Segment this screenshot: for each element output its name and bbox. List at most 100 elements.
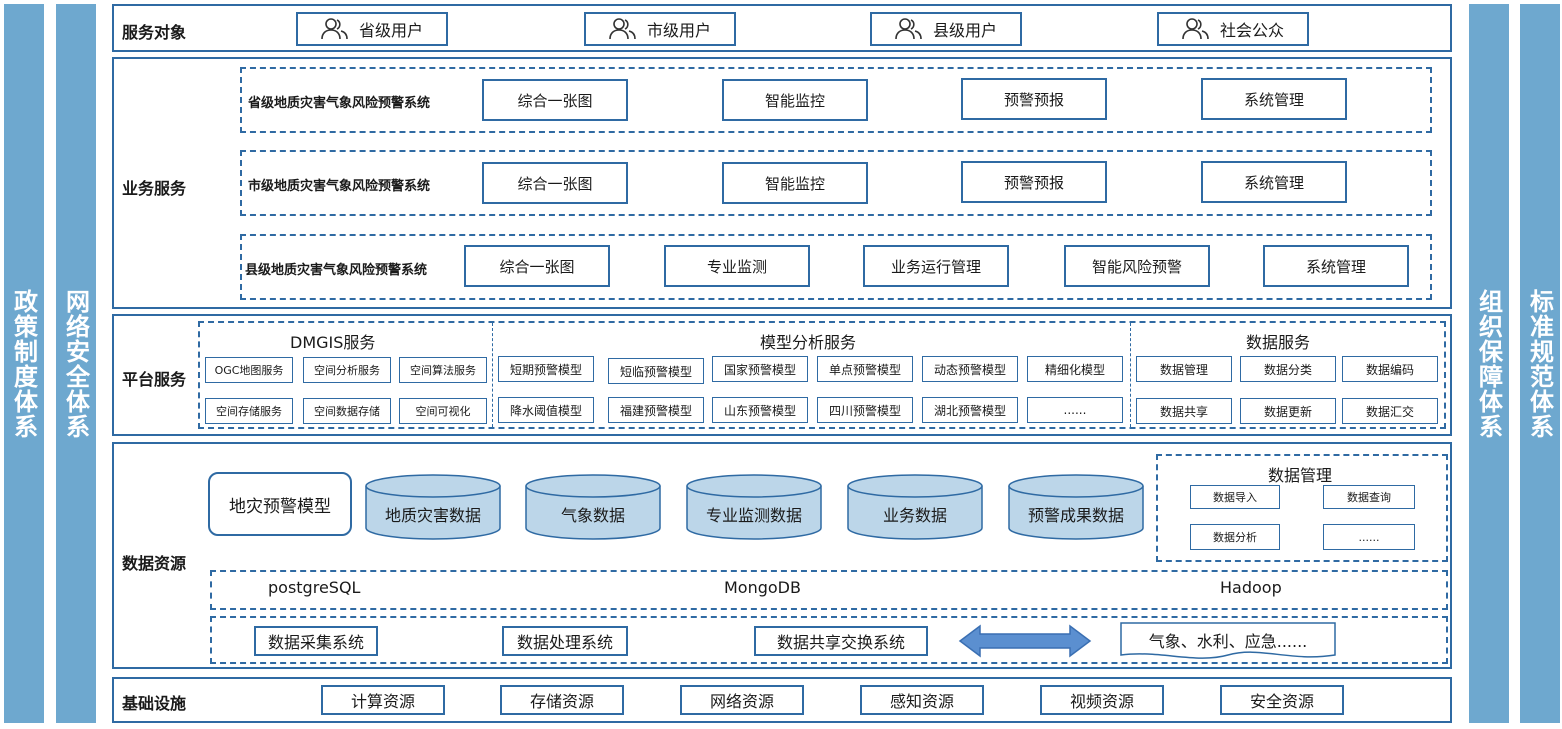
module-box: 预警预报 — [961, 161, 1107, 203]
database-cylinder: 业务数据 — [847, 474, 983, 540]
disaster-warning-model-box: 地灾预警模型 — [208, 472, 352, 536]
cylinder-label: 业务数据 — [882, 506, 947, 525]
county-system: 县级地质灾害气象风险预警系统 综合一张图 专业监测 业务运行管理 智能风险预警 … — [240, 234, 1432, 300]
infrastructure-layer: 基础设施 计算资源 存储资源 网络资源 感知资源 视频资源 安全资源 — [112, 677, 1452, 723]
divider — [492, 323, 493, 427]
model-item: 降水阈值模型 — [498, 397, 594, 423]
user-county: 县级用户 — [870, 12, 1022, 46]
service-targets-layer: 服务对象 省级用户 市级用户 县级用户 社会公众 — [112, 4, 1452, 52]
divider — [1130, 323, 1131, 427]
network-pillar-label: 网络安全体系 — [61, 288, 90, 439]
dmgis-item: OGC地图服务 — [205, 357, 293, 383]
user-label: 市级用户 — [646, 21, 711, 40]
policy-pillar: 政策制度体系 — [4, 4, 44, 723]
organization-pillar-label: 组织保障体系 — [1474, 288, 1503, 439]
model-item: ...... — [1027, 397, 1123, 423]
cylinder-label: 气象数据 — [560, 506, 625, 525]
model-item: 单点预警模型 — [817, 356, 913, 382]
module-box: 业务运行管理 — [863, 245, 1009, 287]
database-engine: postgreSQL — [268, 578, 361, 597]
module-box: 系统管理 — [1201, 78, 1347, 120]
module-box: 综合一张图 — [464, 245, 610, 287]
data-service-item: 数据管理 — [1136, 356, 1232, 382]
cylinder-label: 预警成果数据 — [1027, 506, 1124, 525]
module-box: 系统管理 — [1263, 245, 1409, 287]
resource-box: 感知资源 — [860, 685, 984, 715]
dmgis-item: 空间算法服务 — [399, 357, 487, 383]
data-resources-layer: 数据资源 地灾预警模型 地质灾害数据 气象数据 专业监测数据 业务数据 预警成果… — [112, 442, 1452, 669]
city-system: 市级地质灾害气象风险预警系统 综合一张图 智能监控 预警预报 系统管理 — [240, 150, 1432, 216]
data-management-title: 数据管理 — [1268, 466, 1333, 485]
network-security-pillar: 网络安全体系 — [56, 4, 96, 723]
data-service-item: 数据更新 — [1240, 398, 1336, 424]
system-title: 省级地质灾害气象风险预警系统 — [248, 96, 431, 111]
user-group-icon — [321, 18, 348, 40]
external-sources-box: 气象、水利、应急...... — [1120, 622, 1336, 660]
policy-pillar-label: 政策制度体系 — [9, 288, 38, 439]
user-label: 县级用户 — [932, 21, 997, 40]
model-title: 模型分析服务 — [760, 333, 857, 352]
model-item: 精细化模型 — [1027, 356, 1123, 382]
resource-box: 计算资源 — [321, 685, 445, 715]
module-box: 预警预报 — [961, 78, 1107, 120]
management-item: 数据查询 — [1323, 485, 1415, 509]
system-box: 数据采集系统 — [254, 626, 378, 656]
model-item: 湖北预警模型 — [922, 397, 1018, 423]
system-title: 县级地质灾害气象风险预警系统 — [245, 263, 428, 278]
data-resources-title: 数据资源 — [122, 554, 187, 573]
standard-pillar-label: 标准规范体系 — [1525, 288, 1554, 439]
data-management-panel: 数据管理 数据导入 数据查询 数据分析 ...... — [1156, 454, 1448, 562]
dmgis-title: DMGIS服务 — [290, 333, 376, 352]
infrastructure-title: 基础设施 — [122, 694, 187, 713]
user-group-icon — [609, 18, 636, 40]
user-group-icon — [1182, 18, 1209, 40]
database-cylinder: 气象数据 — [525, 474, 661, 540]
user-label: 省级用户 — [358, 21, 423, 40]
model-item: 动态预警模型 — [922, 356, 1018, 382]
model-item: 山东预警模型 — [712, 397, 808, 423]
platform-container: DMGIS服务 OGC地图服务 空间分析服务 空间算法服务 空间存储服务 空间数… — [198, 321, 1446, 429]
user-public: 社会公众 — [1157, 12, 1309, 46]
standard-pillar: 标准规范体系 — [1520, 4, 1560, 723]
resource-box: 存储资源 — [500, 685, 624, 715]
module-box: 综合一张图 — [482, 79, 628, 121]
cylinder-label: 地质灾害数据 — [384, 506, 481, 525]
database-cylinder: 地质灾害数据 — [365, 474, 501, 540]
system-box: 数据共享交换系统 — [754, 626, 928, 656]
model-item: 福建预警模型 — [608, 397, 704, 423]
business-services-layer: 业务服务 省级地质灾害气象风险预警系统 综合一张图 智能监控 预警预报 系统管理… — [112, 57, 1452, 309]
user-city: 市级用户 — [584, 12, 736, 46]
provincial-system: 省级地质灾害气象风险预警系统 综合一张图 智能监控 预警预报 系统管理 — [240, 67, 1432, 133]
data-service-item: 数据共享 — [1136, 398, 1232, 424]
double-arrow-icon — [958, 624, 1092, 658]
platform-services-layer: 平台服务 DMGIS服务 OGC地图服务 空间分析服务 空间算法服务 空间存储服… — [112, 314, 1452, 436]
data-systems-row: 数据采集系统 数据处理系统 数据共享交换系统 气象、水利、应急...... — [210, 616, 1448, 664]
data-service-item: 数据分类 — [1240, 356, 1336, 382]
model-item: 国家预警模型 — [712, 356, 808, 382]
management-item: 数据分析 — [1190, 524, 1280, 550]
database-cylinder: 专业监测数据 — [686, 474, 822, 540]
management-item: ...... — [1323, 524, 1415, 550]
resource-box: 网络资源 — [680, 685, 804, 715]
system-box: 数据处理系统 — [502, 626, 628, 656]
database-engine: Hadoop — [1220, 578, 1282, 597]
management-item: 数据导入 — [1190, 485, 1280, 509]
data-service-title: 数据服务 — [1246, 333, 1311, 352]
dmgis-item: 空间数据存储 — [303, 398, 391, 424]
model-item: 四川预警模型 — [817, 397, 913, 423]
database-cylinder: 预警成果数据 — [1008, 474, 1144, 540]
business-services-title: 业务服务 — [122, 179, 187, 198]
module-box: 专业监测 — [664, 245, 810, 287]
user-provincial: 省级用户 — [296, 12, 448, 46]
data-service-item: 数据汇交 — [1342, 398, 1438, 424]
module-box: 系统管理 — [1201, 161, 1347, 203]
service-targets-title: 服务对象 — [122, 23, 187, 42]
organization-pillar: 组织保障体系 — [1469, 4, 1509, 723]
data-service-item: 数据编码 — [1342, 356, 1438, 382]
database-engine: MongoDB — [724, 578, 801, 597]
user-label: 社会公众 — [1219, 21, 1284, 40]
database-engines-row: postgreSQL MongoDB Hadoop — [210, 570, 1448, 610]
dmgis-item: 空间可视化 — [399, 398, 487, 424]
model-item: 短临预警模型 — [608, 358, 704, 384]
module-box: 智能风险预警 — [1064, 245, 1210, 287]
